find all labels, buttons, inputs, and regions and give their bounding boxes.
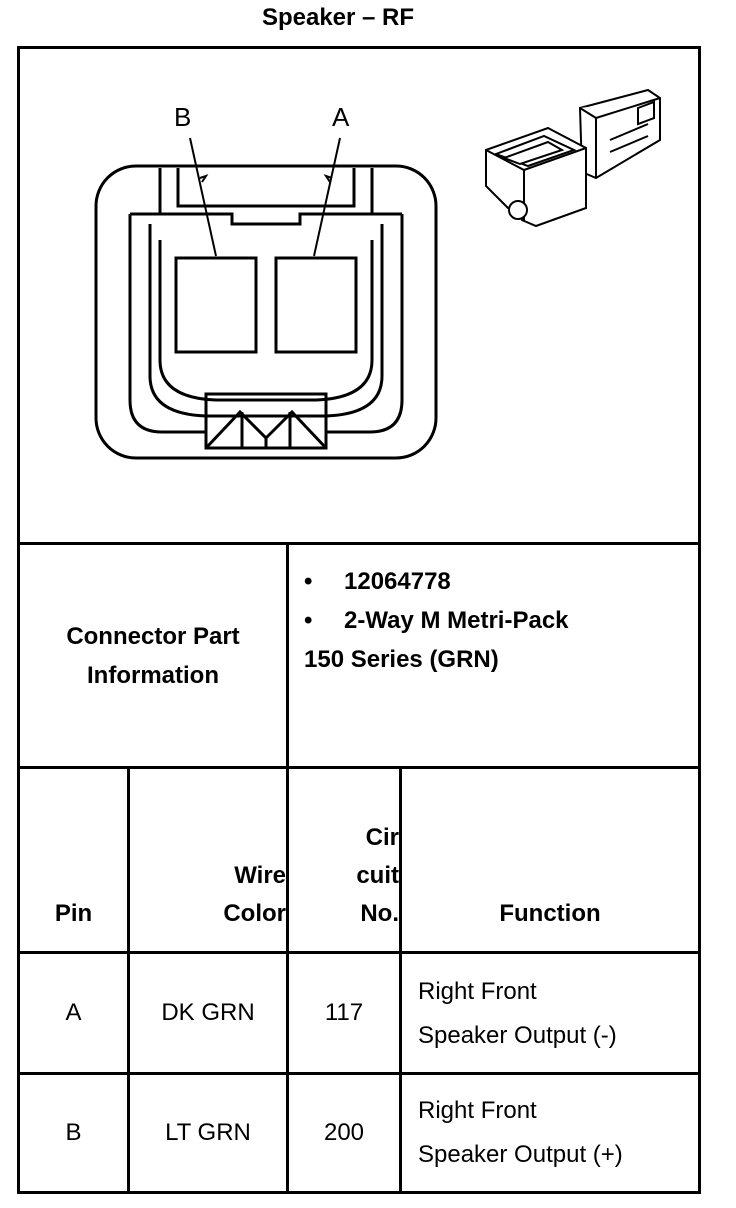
- header-text: Wire: [234, 862, 286, 889]
- page-title: Speaker – RF: [261, 4, 415, 31]
- connector-3d-illustration: [485, 88, 661, 228]
- function-line: Right Front: [418, 1097, 537, 1124]
- connector-part-info-values: • 12064778 • 2-Way M Metri-Pack 150 Seri…: [304, 562, 569, 679]
- header-circuit-no: Cir cuit No.: [289, 769, 399, 951]
- divider: [17, 542, 701, 545]
- label-line: Connector Part: [66, 622, 240, 650]
- header-wire-color: Wire Color: [130, 769, 286, 951]
- function-line: Speaker Output (+): [418, 1141, 623, 1168]
- header-text: cuit: [356, 862, 399, 889]
- bullet: •: [304, 568, 313, 595]
- connector-description: 2-Way M Metri-Pack: [344, 607, 569, 634]
- function-line: Speaker Output (-): [418, 1022, 617, 1049]
- table-cell-wire-color: DK GRN: [161, 999, 255, 1026]
- header-text: Color: [223, 900, 286, 927]
- connector-table-frame: [17, 46, 701, 1194]
- table-cell-function: Right Front Speaker Output (-): [418, 970, 617, 1058]
- function-line: Right Front: [418, 978, 537, 1005]
- connector-part-info-label: Connector Part Information: [20, 545, 286, 766]
- header-pin: Pin: [20, 769, 127, 951]
- header-text: Function: [499, 900, 601, 927]
- divider: [286, 542, 289, 1194]
- divider: [17, 951, 701, 954]
- header-text: Cir: [365, 824, 399, 851]
- table-cell-wire-color: LT GRN: [165, 1119, 251, 1146]
- label-line: Information: [87, 661, 219, 689]
- pin-label-a: A: [332, 102, 350, 132]
- table-cell-pin: B: [65, 1119, 82, 1146]
- connector-face-diagram: [94, 137, 438, 460]
- header-text: Pin: [54, 900, 93, 927]
- divider: [17, 1072, 701, 1075]
- header-function: Function: [402, 769, 698, 951]
- table-cell-pin: A: [65, 999, 82, 1026]
- divider: [127, 766, 130, 1194]
- header-text: No.: [360, 900, 399, 927]
- divider: [17, 766, 701, 769]
- connector-series: 150 Series (GRN): [304, 646, 499, 673]
- pin-label-b: B: [174, 102, 192, 132]
- table-cell-circuit: 117: [324, 999, 364, 1026]
- table-cell-circuit: 200: [323, 1119, 365, 1146]
- table-cell-function: Right Front Speaker Output (+): [418, 1089, 623, 1177]
- divider: [399, 766, 402, 1194]
- part-number: 12064778: [344, 568, 451, 595]
- bullet: •: [304, 607, 313, 634]
